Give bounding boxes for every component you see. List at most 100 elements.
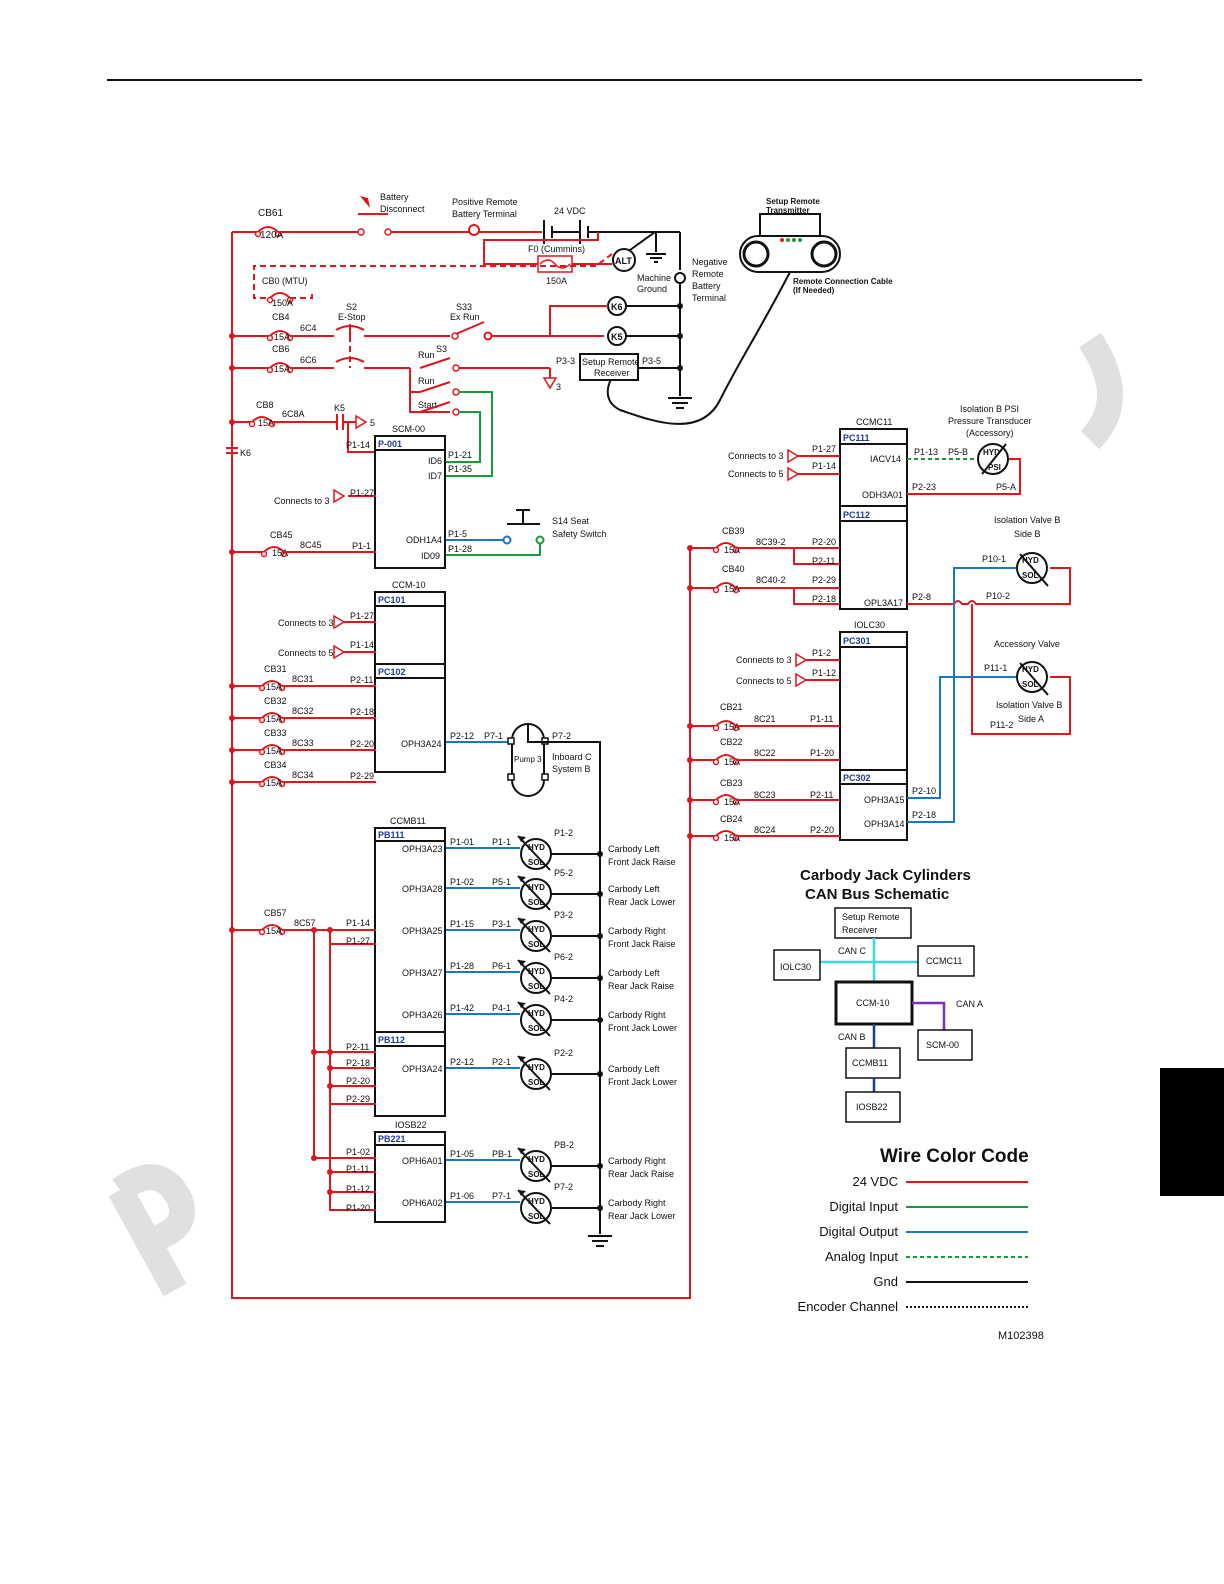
rx-label-2: Receiver [594,368,630,378]
hyd-solenoid-icon-hyd: HYD [528,843,545,852]
scm-p1-28: P1-28 [448,544,472,554]
hyd-solenoid-icon-sol: SOL [528,940,545,949]
tx-label-1: Setup Remote [766,197,820,206]
return-pin: P6-2 [554,952,573,962]
hyd-solenoid-icon: HYD SOL [517,1189,552,1225]
solenoid-pin: P2-1 [492,1057,511,1067]
neg-remote-1: Negative [692,257,728,267]
module-pin: P1-15 [450,919,474,929]
cb21-label: CB21 [720,702,743,712]
return-pin: P3-2 [554,910,573,920]
ccmb11-block: CCMB11 PB111 PB112 CB57 15A 8C57 P1-14 P… [229,816,677,1159]
cb31-rating: 15A [266,682,282,692]
scm-conn3: Connects to 3 [274,496,330,506]
iolc-pc302: PC302 [843,773,871,783]
function-label-2: Rear Jack Lower [608,1211,676,1221]
k6-label: K6 [240,448,251,458]
wire-6c4: 6C4 [300,323,317,333]
iolc-p2-10: P2-10 [912,786,936,796]
function-label-2: Rear Jack Raise [608,981,674,991]
iso-psi-2: Pressure Transducer [948,416,1032,426]
cb33-label: CB33 [264,728,287,738]
can-c-label: CAN C [838,946,867,956]
ccmb-pb111: PB111 [378,830,405,840]
cb39-label: CB39 [722,526,745,536]
hyd-solenoid-icon-sol: SOL [528,1212,545,1221]
iolc-conn5: Connects to 5 [736,676,792,686]
hyd-solenoid-icon-hyd: HYD [528,1197,545,1206]
psi-label: PSI [988,463,1001,472]
acc-sol: SOL [1022,680,1039,689]
ccm-oph3a24: OPH3A24 [401,739,442,749]
iolc30-block: IOLC30 PC301 PC302 Connects to 3 P1-2 Co… [687,567,1016,843]
s2-label: S2 [346,302,357,312]
cb22-label: CB22 [720,737,743,747]
ccmc-conn3: Connects to 3 [728,451,784,461]
cb0-rating: 150A [272,298,293,308]
iosb-title: IOSB22 [395,1120,427,1130]
can-ccm10: CCM-10 [856,998,890,1008]
wire-6c8a: 6C8A [282,409,305,419]
hyd-solenoid-icon-sol: SOL [528,982,545,991]
ccm-p1-27: P1-27 [350,611,374,621]
module-pin: P1-28 [450,961,474,971]
isob-hyd: HYD [1022,556,1039,565]
neg-remote-4: Terminal [692,293,726,303]
iosb-p1-11: P1-11 [346,1164,369,1174]
pos-remote-1: Positive Remote [452,197,518,207]
ccmc-opl3a17: OPL3A17 [864,598,903,608]
iolc-p2-18: P2-18 [912,810,936,820]
can-b-label: CAN B [838,1032,866,1042]
scm-00-module [374,435,446,569]
cb4-rating: 15A [274,332,290,342]
ccm-conn3: Connects to 3 [278,618,334,628]
scm-p1-5: P1-5 [448,529,467,539]
ccmc-p5-a: P5-A [996,482,1016,492]
cb40-rating: 15A [724,584,740,594]
iolc-title: IOLC30 [854,620,885,630]
iolc-oph3a15: OPH3A15 [864,795,905,805]
k5-coil: K5 [611,332,623,342]
cb45-rating: 15A [272,548,288,558]
cb40-label: CB40 [722,564,745,574]
can-rx-2: Receiver [842,925,878,935]
module-pin: P2-12 [450,1057,474,1067]
ccmc11-module [839,428,908,610]
iso-a-1: Isolation Valve B [996,700,1062,710]
iolc-pc301: PC301 [843,636,871,646]
batt-disc-2: Disconnect [380,204,425,214]
output-channel: OPH6A01 [402,1156,443,1166]
output-channel: OPH3A24 [402,1064,443,1074]
can-a-label: CAN A [956,999,983,1009]
ccmb-p1-14: P1-14 [346,918,370,928]
solenoid-pin: P1-1 [492,837,511,847]
output-channel: OPH3A27 [402,968,443,978]
psi-hyd: HYD [983,448,1000,457]
iosb-p1-12: P1-12 [346,1184,370,1194]
ccmb-p2-20: P2-20 [346,1076,370,1086]
scm-title: SCM-00 [392,424,425,434]
cb6-rating: 15A [274,364,290,374]
figure-id: M102398 [998,1330,1044,1342]
start-label: Start [418,400,438,410]
cb34-label: CB34 [264,760,287,770]
ccmc-p2-23: P2-23 [912,482,936,492]
solenoid-pin: PB-1 [492,1149,512,1159]
pos-remote-2: Battery Terminal [452,209,517,219]
can-iosb22: IOSB22 [856,1102,888,1112]
f0-label: F0 (Cummins) [528,244,585,254]
p11-1: P11-1 [984,663,1007,673]
legend-title: Wire Color Code [880,1146,1029,1167]
s3-label: S3 [436,344,447,354]
return-pin: P7-2 [554,1182,573,1192]
legend-item: Digital Output [819,1224,1028,1239]
pump-p7-1: P7-1 [484,731,503,741]
